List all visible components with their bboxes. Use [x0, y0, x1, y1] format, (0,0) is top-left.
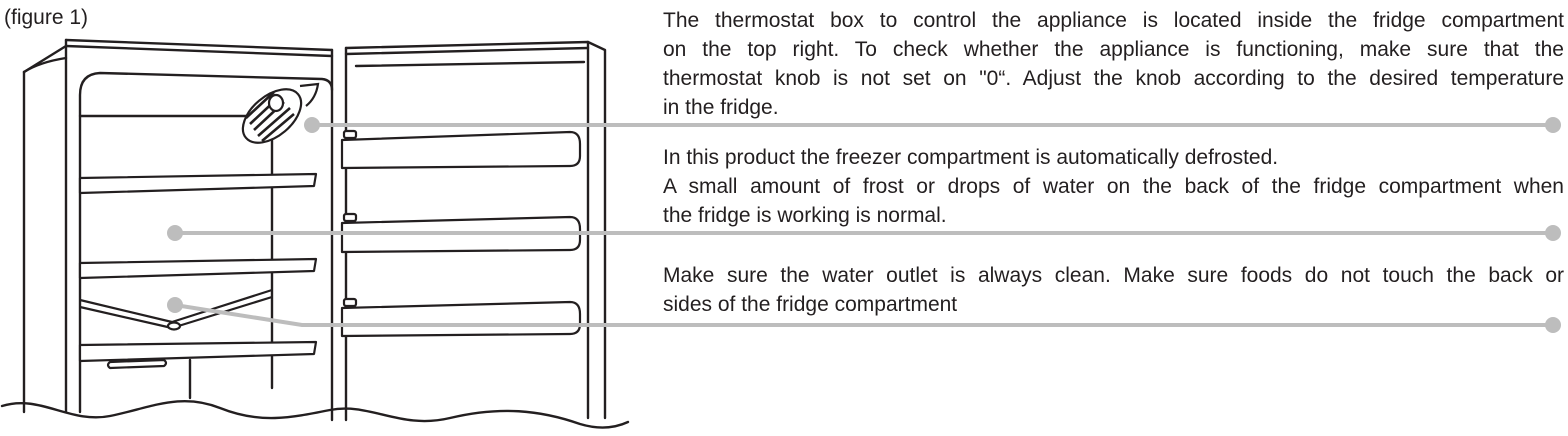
fridge-shelves	[78, 172, 318, 370]
callout-dot-thermostat-start	[304, 117, 320, 133]
cutaway-edge	[0, 400, 630, 429]
thermostat-paragraph: The thermostat box to control the applia…	[663, 6, 1564, 122]
paragraph-line: A small amount of frost or drops of wate…	[663, 175, 1564, 198]
paragraph-line: Make sure the water outlet is always cle…	[663, 264, 1564, 287]
paragraph-line: in the fridge.	[663, 96, 779, 119]
defrost-paragraph: In this product the freezer compartment …	[663, 143, 1564, 230]
fridge-door	[344, 40, 607, 422]
callout-lines	[173, 123, 1555, 327]
door-balcony-upper	[340, 130, 582, 170]
callout-line-water-outlet	[173, 303, 1555, 327]
callout-dot-thermostat-end	[1545, 117, 1561, 133]
callout-dot-water-outlet-start	[167, 297, 183, 313]
paragraph-line: on the top right. To check whether the a…	[663, 38, 1564, 61]
shelf-top	[78, 172, 318, 195]
figure-label: (figure 1)	[4, 6, 89, 29]
callout-dot-water-outlet-end	[1545, 317, 1561, 333]
callout-dot-back-wall-start	[167, 225, 183, 241]
paragraph-line: the fridge is working is normal.	[663, 204, 947, 227]
paragraph-line: thermostat knob is not set on "0“. Adjus…	[663, 67, 1564, 90]
crisper-drawer-handle	[106, 358, 168, 370]
shelf-middle	[78, 257, 318, 280]
water-outlet-paragraph: Make sure the water outlet is always cle…	[663, 261, 1564, 319]
callout-dot-back-wall-end	[1545, 225, 1561, 241]
door-balcony-lower	[340, 300, 582, 338]
paragraph-line: In this product the freezer compartment …	[663, 146, 1279, 169]
callout-dots	[167, 117, 1561, 333]
paragraph-line: The thermostat box to control the applia…	[663, 9, 1564, 32]
crisper-cover	[78, 340, 318, 363]
thermostat-box	[241, 82, 320, 144]
paragraph-line: sides of the fridge compartment	[663, 293, 958, 316]
water-outlet-channel	[79, 288, 273, 331]
